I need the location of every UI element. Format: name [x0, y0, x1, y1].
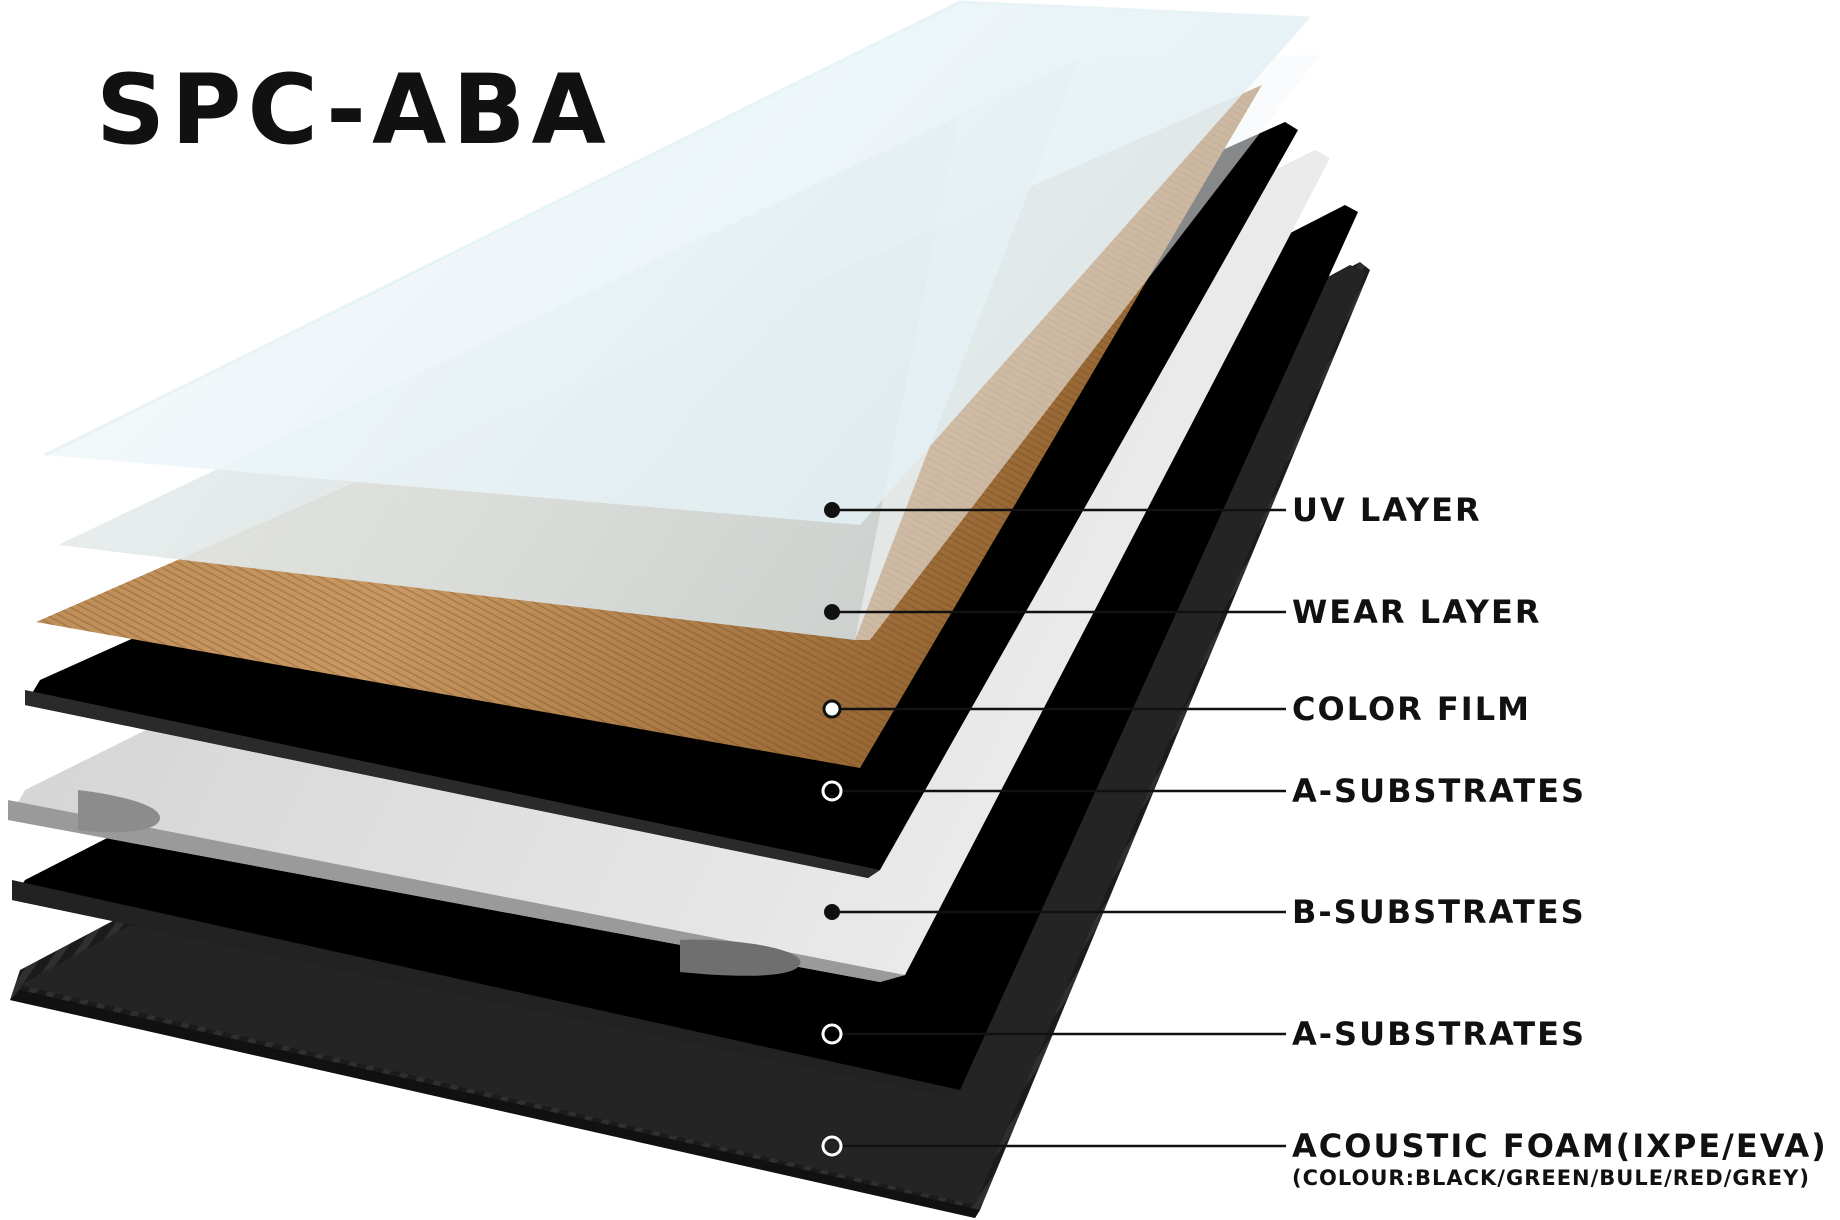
- uv-layer: [44, 0, 1311, 525]
- marker-color-film: [822, 699, 842, 719]
- marker-a-substrate-upper: [821, 780, 843, 802]
- marker-wear: [824, 604, 840, 620]
- label-a-substrate-upper: A-SUBSTRATES: [1292, 772, 1586, 810]
- diagram-title: SPC-ABA: [96, 54, 612, 166]
- label-wear-layer: WEAR LAYER: [1292, 593, 1542, 631]
- marker-uv: [824, 502, 840, 518]
- callout-lines: [832, 508, 1286, 1148]
- label-uv-layer: UV LAYER: [1292, 491, 1482, 529]
- marker-a-substrate-lower: [821, 1023, 843, 1045]
- label-b-substrate: B-SUBSTRATES: [1292, 893, 1586, 931]
- callout-markers: [821, 502, 843, 1157]
- label-acoustic-foam: ACOUSTIC FOAM(IXPE/EVA): [1292, 1127, 1828, 1165]
- label-color-film: COLOR FILM: [1292, 690, 1531, 728]
- label-acoustic-foam-colours: (COLOUR:BLACK/GREEN/BULE/RED/GREY): [1292, 1166, 1810, 1190]
- marker-b-substrate: [824, 904, 840, 920]
- marker-acoustic-foam: [821, 1135, 843, 1157]
- label-a-substrate-lower: A-SUBSTRATES: [1292, 1015, 1586, 1053]
